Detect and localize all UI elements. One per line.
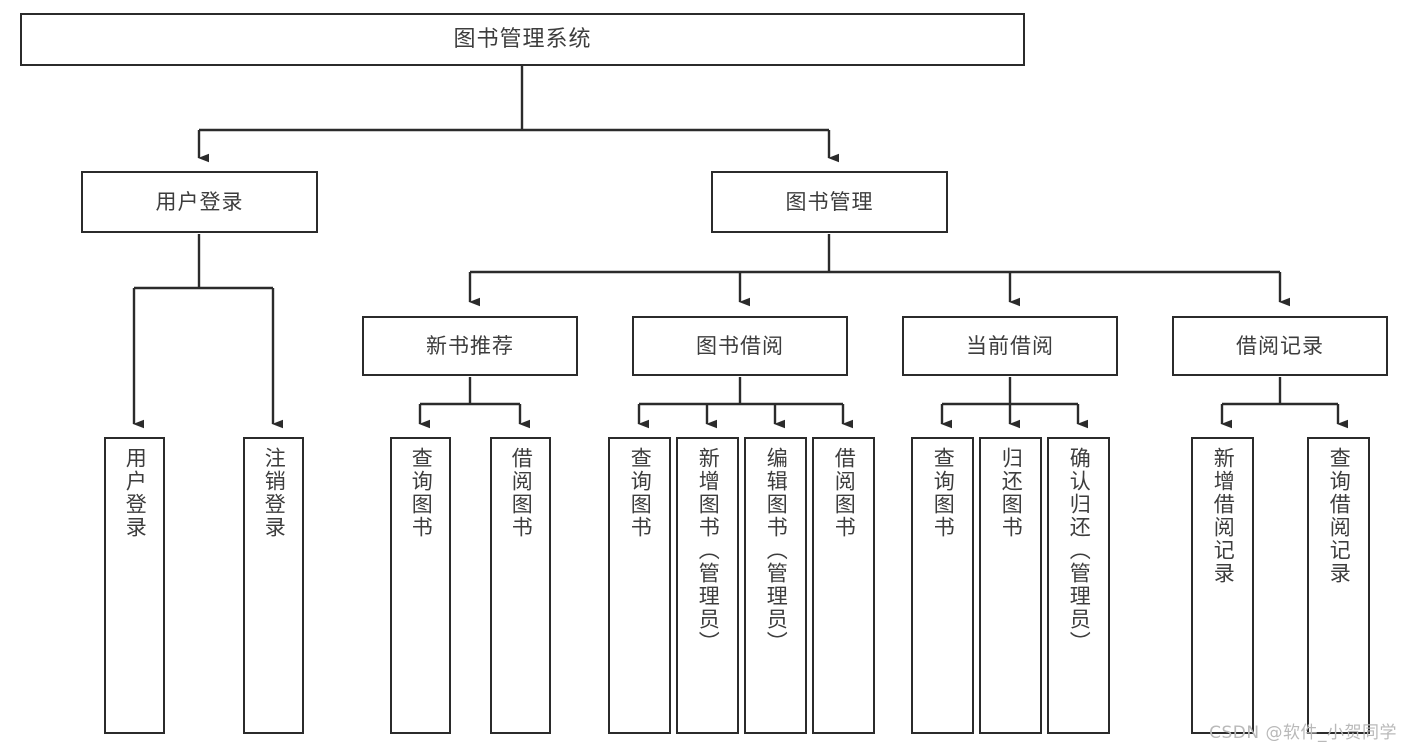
- node-book-borrow-label: 图书借阅: [696, 333, 784, 358]
- node-leaf-borrow-query-book-label: 查询图书: [628, 447, 653, 539]
- node-current-borrow[interactable]: 当前借阅: [902, 316, 1118, 376]
- node-leaf-record-query[interactable]: 查询借阅记录: [1307, 437, 1370, 734]
- node-user-login[interactable]: 用户登录: [81, 171, 318, 233]
- node-leaf-current-confirm-return-label: 确认归还（管理员）: [1067, 447, 1092, 654]
- node-leaf-current-return-book[interactable]: 归还图书: [979, 437, 1042, 734]
- node-leaf-current-confirm-return[interactable]: 确认归还（管理员）: [1047, 437, 1110, 734]
- node-leaf-user-login[interactable]: 用户登录: [104, 437, 165, 734]
- node-book-borrow[interactable]: 图书借阅: [632, 316, 848, 376]
- node-leaf-user-logout[interactable]: 注销登录: [243, 437, 304, 734]
- node-leaf-recommend-query-book[interactable]: 查询图书: [390, 437, 451, 734]
- node-leaf-borrow-borrow-book-label: 借阅图书: [832, 447, 857, 539]
- node-leaf-borrow-borrow-book[interactable]: 借阅图书: [812, 437, 875, 734]
- node-borrow-record-label: 借阅记录: [1236, 333, 1324, 358]
- node-leaf-user-login-label: 用户登录: [123, 447, 148, 539]
- node-book-management[interactable]: 图书管理: [711, 171, 948, 233]
- node-root-system[interactable]: 图书管理系统: [20, 13, 1025, 66]
- node-leaf-record-query-label: 查询借阅记录: [1327, 447, 1352, 585]
- node-leaf-borrow-edit-book-label: 编辑图书（管理员）: [764, 447, 789, 654]
- node-new-book-recommend[interactable]: 新书推荐: [362, 316, 578, 376]
- node-leaf-recommend-borrow-book-label: 借阅图书: [509, 447, 534, 539]
- node-borrow-record[interactable]: 借阅记录: [1172, 316, 1388, 376]
- node-root-system-label: 图书管理系统: [453, 26, 592, 52]
- node-user-login-label: 用户登录: [155, 189, 244, 214]
- node-leaf-borrow-add-book[interactable]: 新增图书（管理员）: [676, 437, 739, 734]
- node-book-management-label: 图书管理: [785, 189, 874, 214]
- node-leaf-record-add[interactable]: 新增借阅记录: [1191, 437, 1254, 734]
- node-leaf-borrow-edit-book[interactable]: 编辑图书（管理员）: [744, 437, 807, 734]
- node-leaf-borrow-add-book-label: 新增图书（管理员）: [696, 447, 721, 654]
- node-leaf-user-logout-label: 注销登录: [262, 447, 287, 539]
- node-leaf-record-add-label: 新增借阅记录: [1211, 447, 1236, 585]
- node-leaf-current-query-book-label: 查询图书: [931, 447, 956, 539]
- node-leaf-current-return-book-label: 归还图书: [999, 447, 1024, 539]
- node-new-book-recommend-label: 新书推荐: [426, 333, 514, 358]
- node-leaf-current-query-book[interactable]: 查询图书: [911, 437, 974, 734]
- node-leaf-borrow-query-book[interactable]: 查询图书: [608, 437, 671, 734]
- node-leaf-recommend-borrow-book[interactable]: 借阅图书: [490, 437, 551, 734]
- node-current-borrow-label: 当前借阅: [966, 333, 1054, 358]
- node-leaf-recommend-query-book-label: 查询图书: [409, 447, 434, 539]
